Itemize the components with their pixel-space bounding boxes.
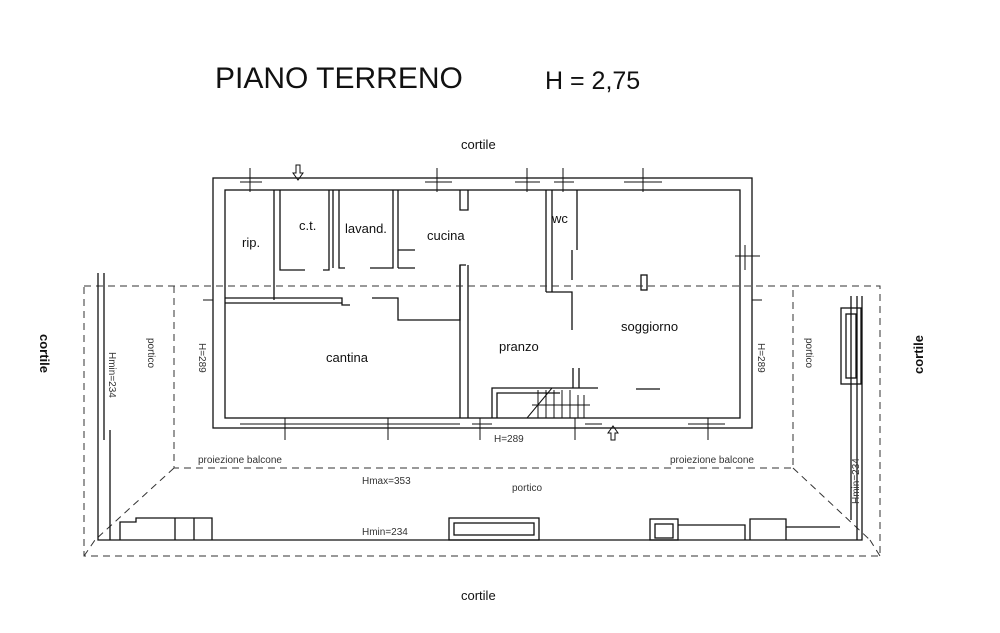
balcone-right-label: proiezione balcone <box>670 455 754 466</box>
cortile-top: cortile <box>461 137 496 152</box>
portico-bottom-label: portico <box>512 483 542 494</box>
hmax-label: Hmax=353 <box>362 476 411 487</box>
room-lavand: lavand. <box>345 221 387 236</box>
windows <box>203 164 762 441</box>
room-wc: wc <box>551 211 568 226</box>
hmin-bottom: Hmin=234 <box>362 527 408 538</box>
hmin-right: Hmin=234 <box>851 458 862 504</box>
plan-title: PIANO TERRENO <box>215 62 463 95</box>
portico-right-label: portico <box>803 338 814 368</box>
balcone-left-label: proiezione balcone <box>198 455 282 466</box>
portico-outline <box>83 273 881 557</box>
height-bottom: H=289 <box>494 434 524 445</box>
building-walls <box>212 177 753 429</box>
hmin-left: Hmin=234 <box>106 352 117 398</box>
height-label: H = 2,75 <box>545 67 640 95</box>
room-cucina: cucina <box>427 228 465 243</box>
room-cantina: cantina <box>326 350 369 365</box>
cortile-right: cortile <box>911 335 926 374</box>
cortile-bottom: cortile <box>461 588 496 603</box>
height-right: H=289 <box>755 343 766 373</box>
height-left: H=289 <box>196 343 207 373</box>
portico-left-label: portico <box>145 338 156 368</box>
cortile-left: cortile <box>37 334 52 373</box>
room-pranzo: pranzo <box>499 339 539 354</box>
room-rip: rip. <box>242 235 260 250</box>
room-soggiorno: soggiorno <box>621 319 678 334</box>
room-ct: c.t. <box>299 218 316 233</box>
